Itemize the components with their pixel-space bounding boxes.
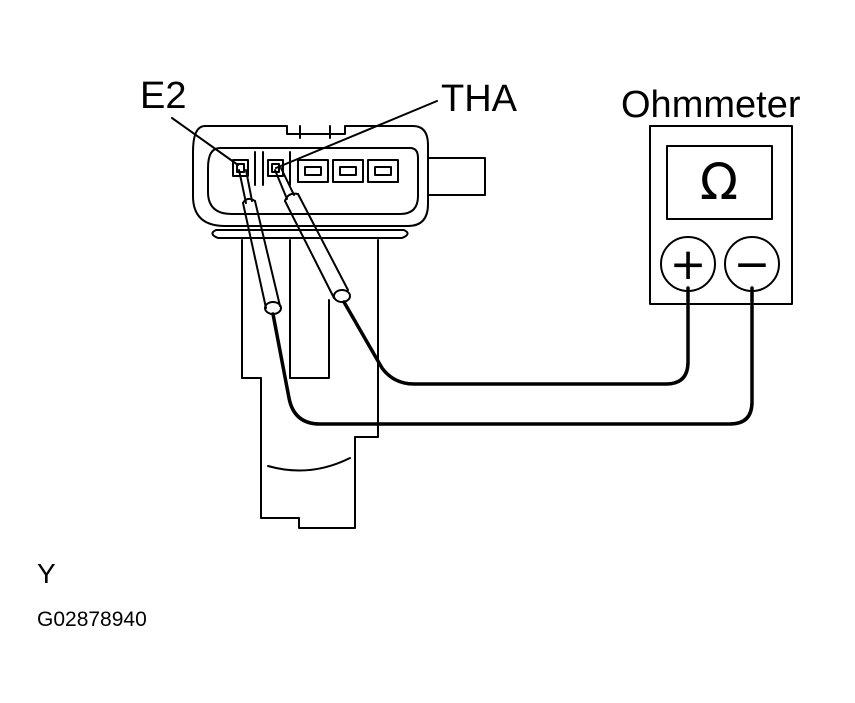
connector-inner xyxy=(207,147,419,215)
connector-terminals xyxy=(232,151,399,186)
view-letter-label: Y xyxy=(37,558,56,589)
negative-terminal-symbol: − xyxy=(734,239,771,290)
ohm-symbol-icon: Ω xyxy=(700,153,738,211)
e2-probe xyxy=(238,169,282,315)
negative-terminal[interactable] xyxy=(724,236,780,292)
sensor-body-curve xyxy=(267,457,351,472)
e2-terminal-label: E2 xyxy=(140,75,187,117)
tha-terminal-label: THA xyxy=(441,78,517,120)
tha-leader-line xyxy=(275,100,438,169)
connector-latch xyxy=(299,125,331,139)
sensor-body xyxy=(241,239,379,529)
ohmmeter-display xyxy=(666,145,773,220)
figure-code-label: G02878940 xyxy=(37,608,147,631)
wire-positive xyxy=(342,286,690,386)
ohmmeter-label: Ohmmeter xyxy=(621,84,801,126)
e2-leader-line xyxy=(171,117,239,166)
tha-probe xyxy=(274,167,351,303)
connector-outer xyxy=(192,125,429,227)
wire-negative xyxy=(271,286,754,426)
connector-side-tab xyxy=(427,157,486,196)
ohmmeter-body xyxy=(649,125,793,305)
positive-terminal-symbol: + xyxy=(670,239,707,290)
positive-terminal[interactable] xyxy=(660,236,716,292)
sensor-body-inner-edge xyxy=(289,239,330,379)
sensor-flange xyxy=(211,229,409,239)
